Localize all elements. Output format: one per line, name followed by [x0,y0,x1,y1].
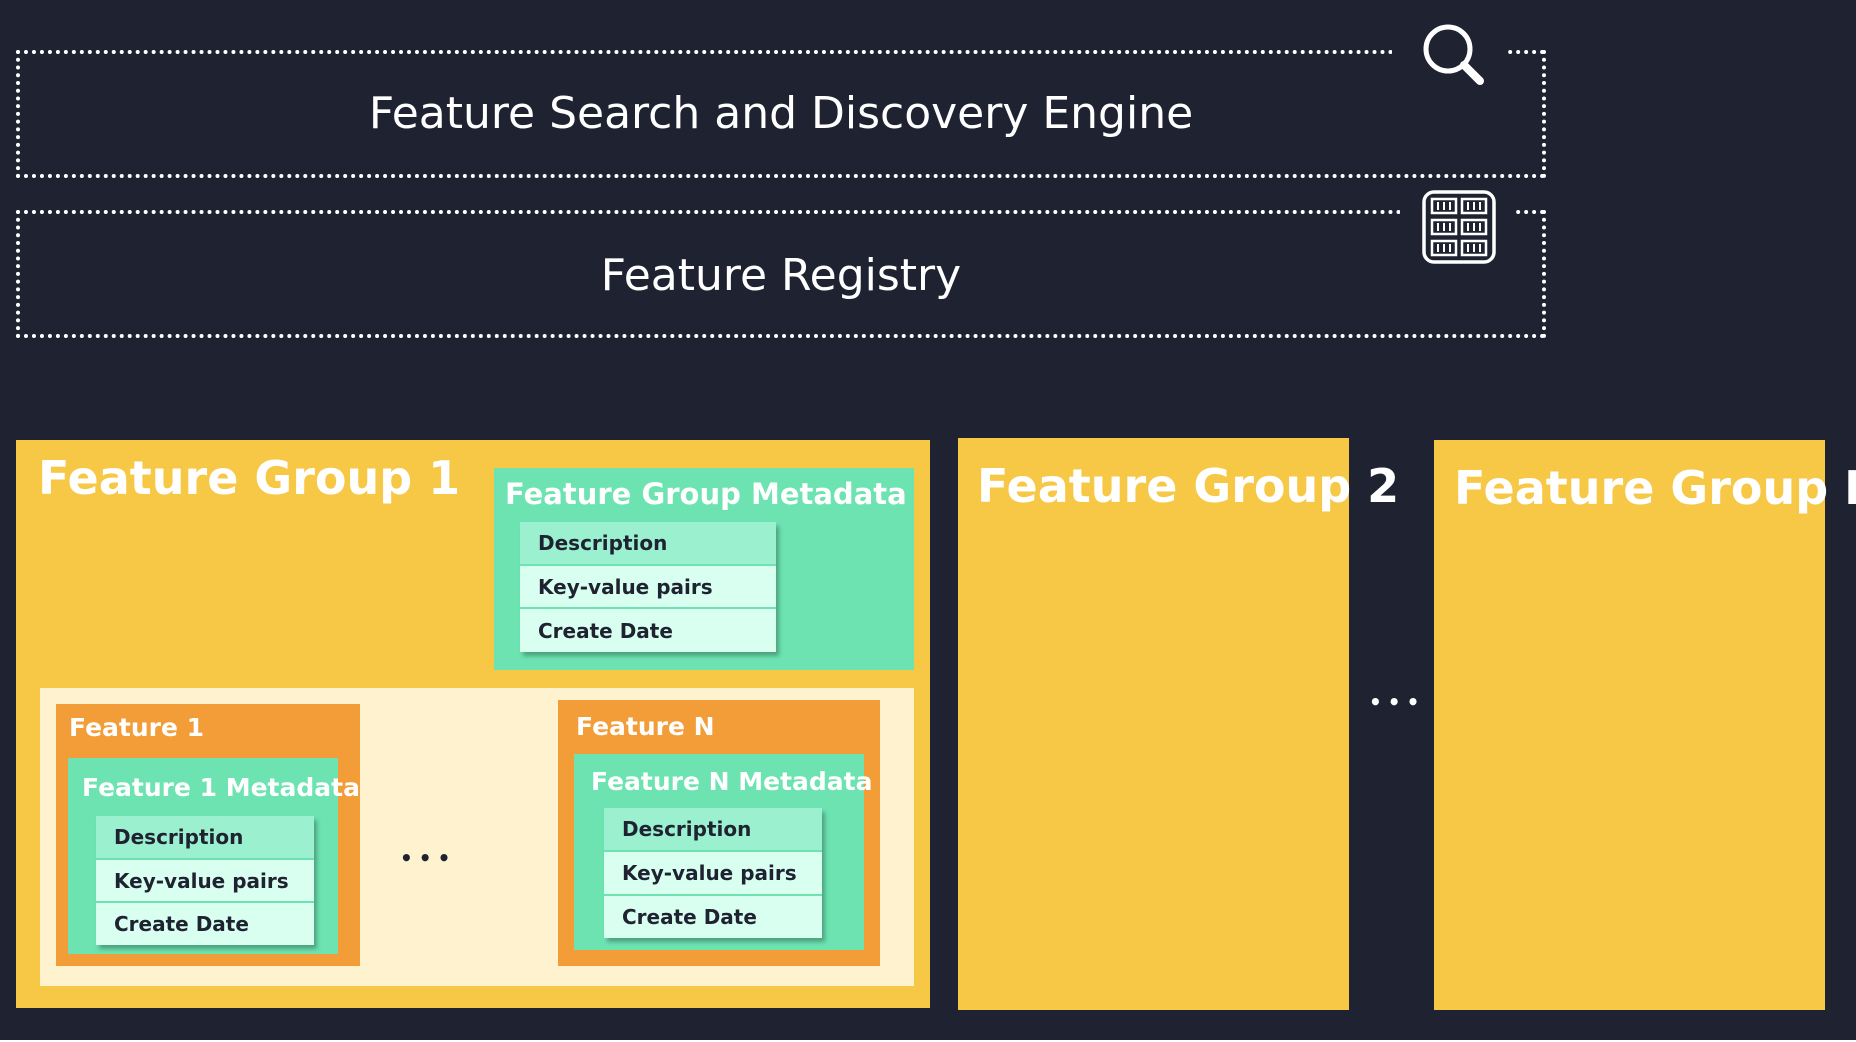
metadata-row-description: Description [604,808,822,850]
feature-registry-layer: Feature Registry [16,210,1546,338]
metadata-row-key-value-pairs: Key-value pairs [604,852,822,894]
feature-1-metadata-panel: Feature 1 Metadata Description Key-value… [68,758,360,954]
feature-1-metadata-table: Description Key-value pairs Create Date [96,816,314,945]
feature-group-metadata-panel: Feature Group Metadata Description Key-v… [494,468,914,670]
metadata-row-description: Description [520,522,776,564]
feature-n-metadata-title: Feature N Metadata [591,767,873,796]
metadata-row-description: Description [96,816,314,858]
feature-group-metadata-table: Description Key-value pairs Create Date [520,522,776,652]
feature-group-n-title: Feature Group N [1454,461,1856,515]
feature-1-title: Feature 1 [69,713,205,742]
search-engine-title: Feature Search and Discovery Engine [368,88,1194,139]
features-ellipsis: ••• [400,846,457,870]
magnifying-glass-icon [1392,14,1506,94]
feature-1: Feature 1 Feature 1 Metadata Description… [56,704,360,966]
features-area: Feature 1 Feature 1 Metadata Description… [40,688,914,986]
feature-1-metadata-title: Feature 1 Metadata [82,773,360,802]
feature-n: Feature N Feature N Metadata Description… [558,700,880,966]
feature-n-metadata-table: Description Key-value pairs Create Date [604,808,822,938]
feature-group-1: Feature Group 1 Feature Group Metadata D… [16,440,930,1008]
metadata-row-create-date: Create Date [604,896,822,938]
metadata-row-create-date: Create Date [96,903,314,945]
feature-n-metadata-panel: Feature N Metadata Description Key-value… [574,754,873,950]
feature-group-1-title: Feature Group 1 [38,451,461,505]
metadata-row-key-value-pairs: Key-value pairs [520,566,776,607]
feature-group-2-title: Feature Group 2 [977,459,1400,513]
feature-groups-ellipsis: ••• [1369,690,1426,714]
grid-database-icon [1400,186,1516,268]
feature-n-title: Feature N [576,712,715,741]
feature-group-metadata-title: Feature Group Metadata [505,477,907,511]
feature-group-2: Feature Group 2 [958,438,1399,1010]
feature-registry-title: Feature Registry [600,250,962,301]
feature-group-n: Feature Group N [1434,440,1856,1010]
search-engine-layer: Feature Search and Discovery Engine [16,50,1546,178]
metadata-row-key-value-pairs: Key-value pairs [96,860,314,901]
metadata-row-create-date: Create Date [520,609,776,652]
